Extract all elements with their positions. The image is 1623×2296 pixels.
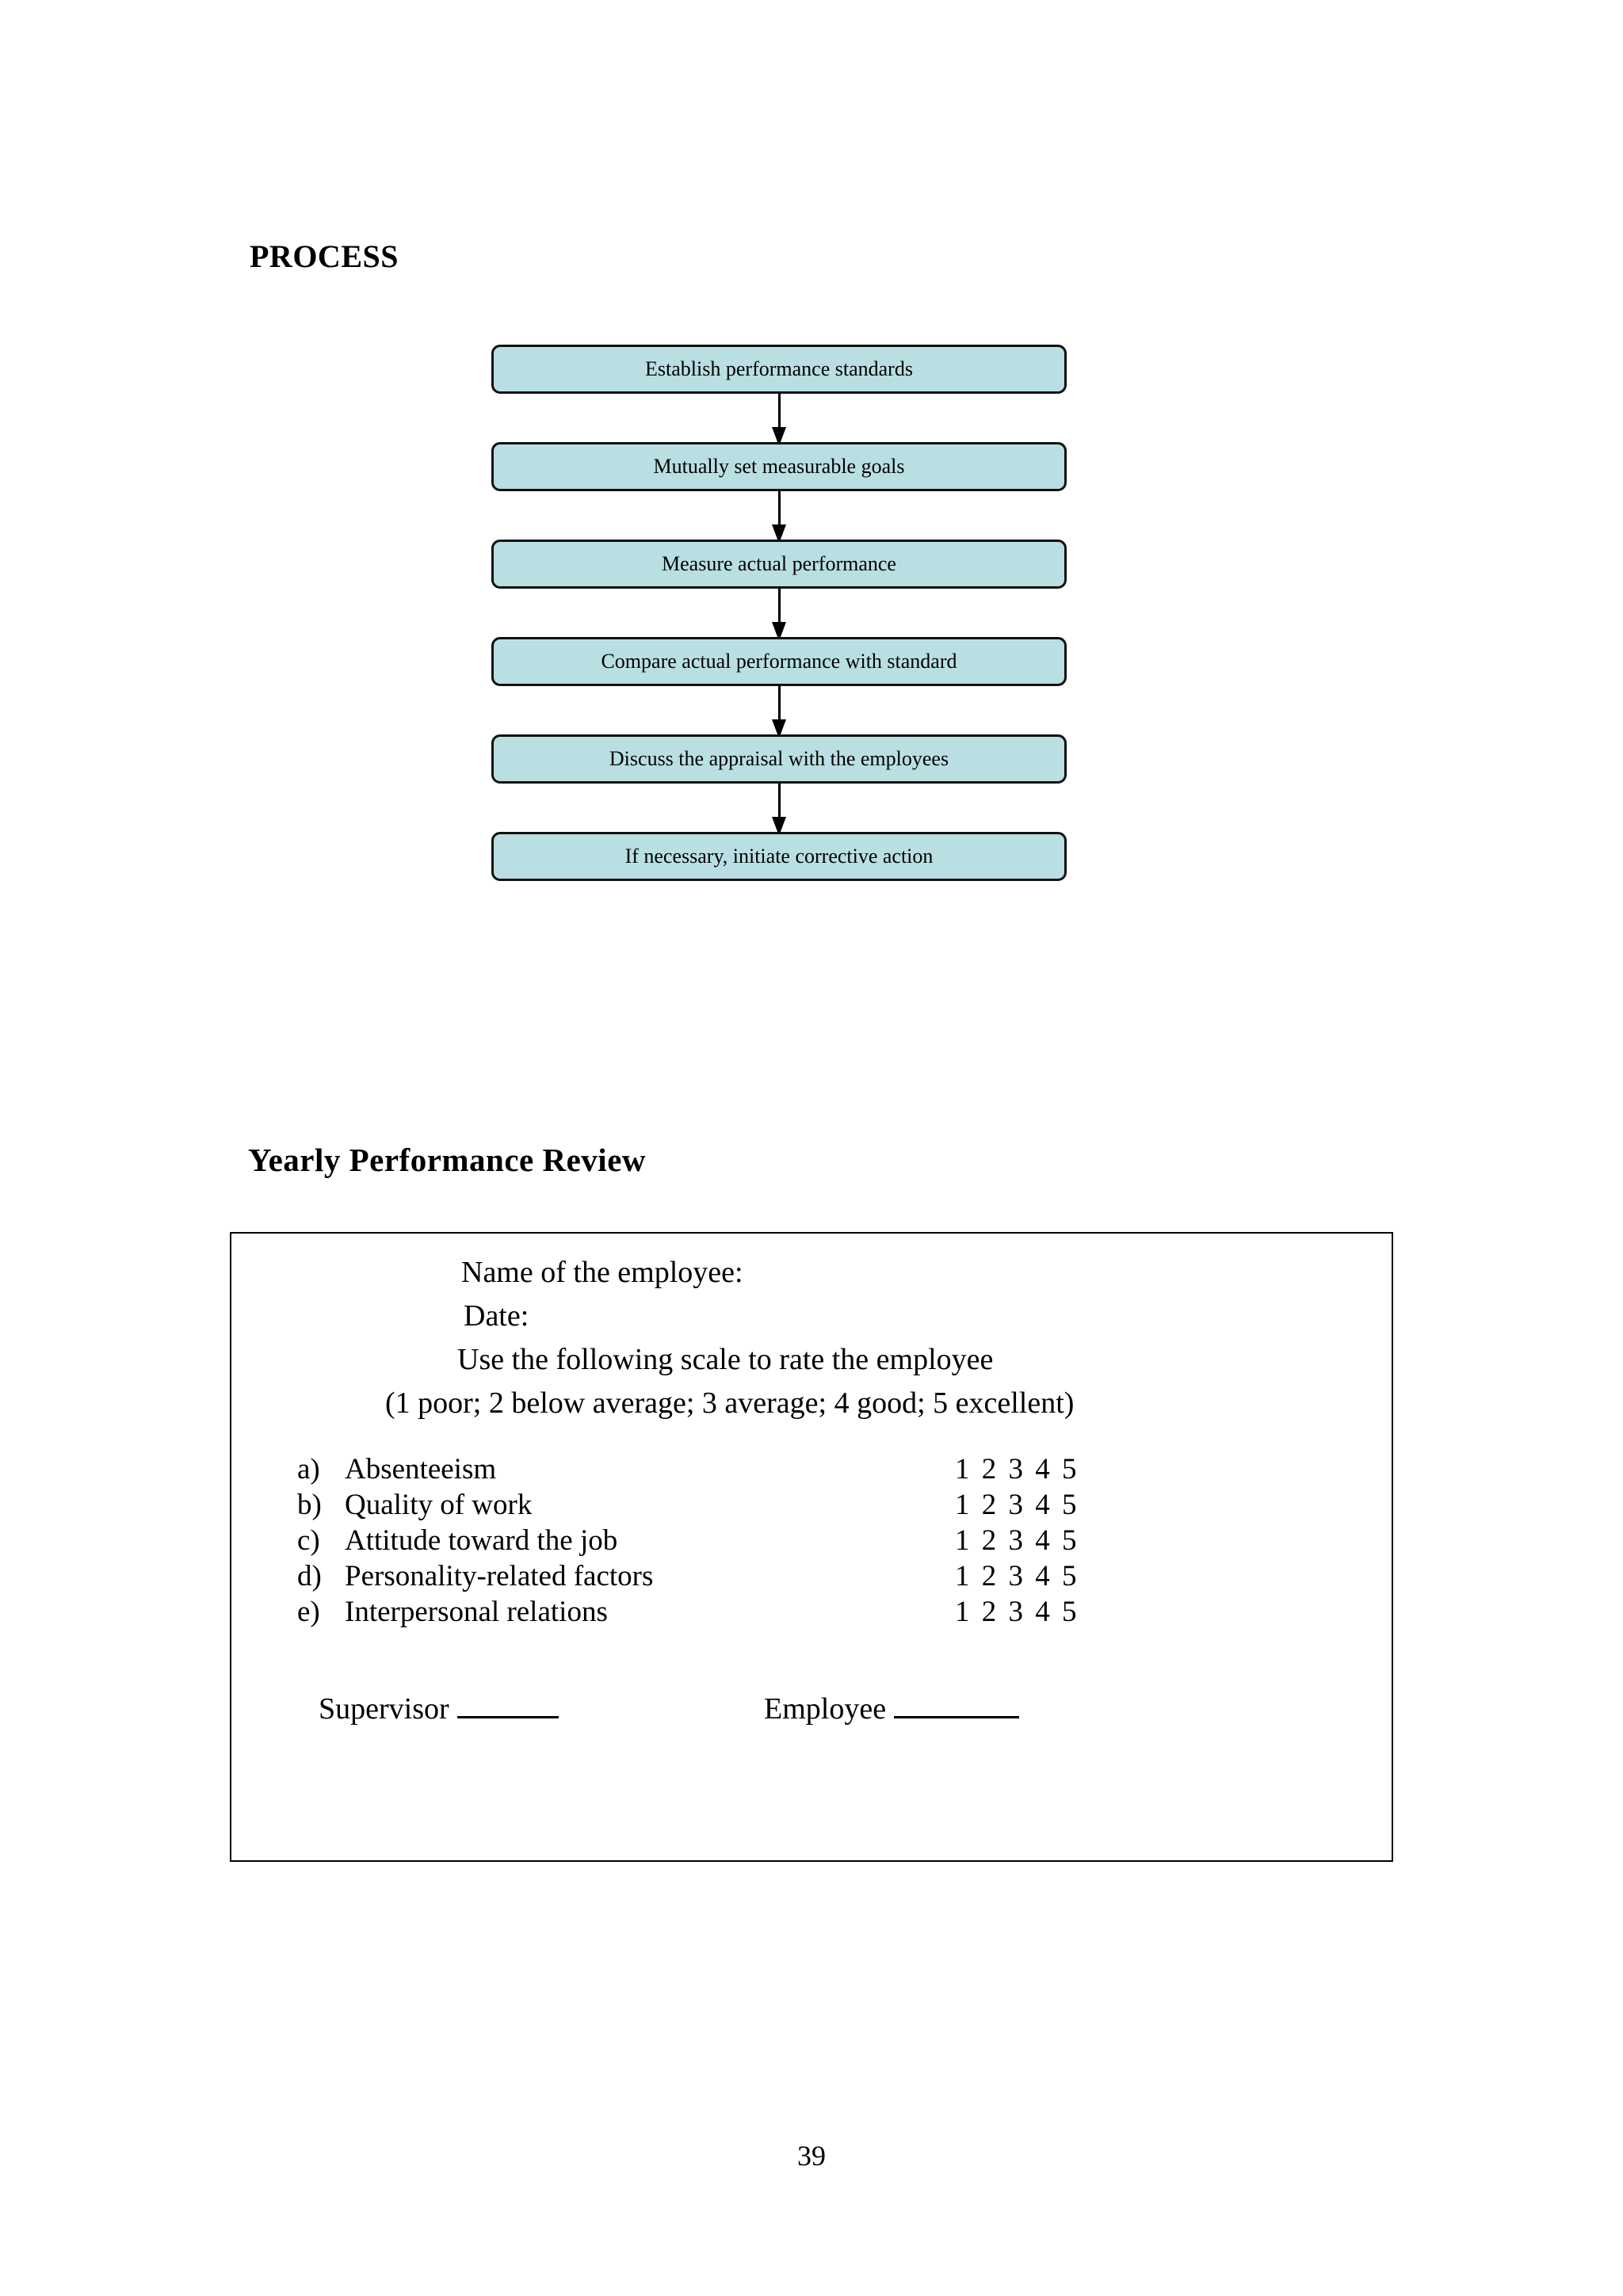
flow-arrow-down-icon: [772, 662, 786, 738]
flow-box-compare-performance: Compare actual performance with standard: [491, 637, 1067, 686]
date-label: Date:: [464, 1299, 529, 1333]
rating-scale-options[interactable]: 1 2 3 4 5: [955, 1596, 1079, 1628]
supervisor-signature-line[interactable]: [456, 1692, 559, 1718]
flow-box-label: If necessary, initiate corrective action: [624, 845, 934, 868]
employee-signature-line[interactable]: [894, 1692, 1020, 1718]
flow-box-label: Mutually set measurable goals: [653, 455, 905, 478]
flow-box-label: Measure actual performance: [662, 552, 896, 575]
rating-item-label: Attitude toward the job: [345, 1524, 618, 1557]
flow-box-label: Discuss the appraisal with the employees: [609, 747, 949, 770]
page-number: 39: [797, 2140, 826, 2172]
rating-row-absenteeism: a) Absenteeism 1 2 3 4 5: [297, 1451, 1327, 1487]
flow-arrow-down-icon: [772, 467, 786, 543]
rating-item-label: Quality of work: [345, 1489, 533, 1521]
rating-item-label: Interpersonal relations: [345, 1596, 608, 1628]
rating-row-attitude-toward-job: c) Attitude toward the job 1 2 3 4 5: [297, 1523, 1327, 1558]
rating-item-label: Absenteeism: [345, 1453, 497, 1486]
flow-box-corrective-action: If necessary, initiate corrective action: [491, 832, 1067, 881]
rating-items-list: a) Absenteeism 1 2 3 4 5 b) Quality of w…: [297, 1451, 1327, 1630]
flow-box-measure-performance: Measure actual performance: [491, 540, 1067, 589]
rating-row-personality-factors: d) Personality-related factors 1 2 3 4 5: [297, 1558, 1327, 1594]
flowchart-step-2: Mutually set measurable goals: [491, 442, 1067, 543]
flow-box-label: Compare actual performance with standard: [601, 650, 957, 673]
rating-scale-options[interactable]: 1 2 3 4 5: [955, 1453, 1079, 1486]
list-marker: b): [297, 1489, 322, 1521]
flowchart-step-3: Measure actual performance: [491, 540, 1067, 641]
scale-instruction: Use the following scale to rate the empl…: [457, 1343, 994, 1376]
flow-arrow-down-icon: [772, 370, 786, 446]
rating-row-interpersonal-relations: e) Interpersonal relations 1 2 3 4 5: [297, 1594, 1327, 1630]
flow-box-set-goals: Mutually set measurable goals: [491, 442, 1067, 491]
flow-box-establish-standards: Establish performance standards: [491, 345, 1067, 394]
signature-row: Supervisor Employee: [319, 1689, 1349, 1729]
rating-scale-options[interactable]: 1 2 3 4 5: [955, 1560, 1079, 1592]
performance-appraisal-flowchart: Establish performance standards Mutually…: [491, 345, 1067, 883]
employee-label: Employee: [764, 1692, 887, 1726]
flowchart-step-6: If necessary, initiate corrective action: [491, 832, 1067, 929]
flow-box-discuss-appraisal: Discuss the appraisal with the employees: [491, 734, 1067, 784]
supervisor-label: Supervisor: [319, 1692, 449, 1726]
list-marker: c): [297, 1524, 320, 1557]
flowchart-step-4: Compare actual performance with standard: [491, 637, 1067, 738]
employee-name-label: Name of the employee:: [461, 1256, 743, 1289]
list-marker: a): [297, 1453, 320, 1486]
flowchart-step-5: Discuss the appraisal with the employees: [491, 734, 1067, 836]
flow-box-label: Establish performance standards: [645, 357, 913, 380]
process-heading: PROCESS: [250, 238, 399, 274]
list-marker: e): [297, 1596, 320, 1628]
supervisor-signature-block: Supervisor: [319, 1689, 559, 1729]
yearly-performance-review-heading: Yearly Performance Review: [248, 1142, 646, 1178]
flow-arrow-down-icon: [772, 760, 786, 836]
rating-item-label: Personality-related factors: [345, 1560, 654, 1592]
yearly-performance-review-form: Name of the employee: Date: Use the foll…: [230, 1232, 1393, 1862]
scale-legend: (1 poor; 2 below average; 3 average; 4 g…: [385, 1386, 1075, 1420]
flowchart-step-1: Establish performance standards: [491, 345, 1067, 446]
flow-arrow-down-icon: [772, 565, 786, 641]
employee-signature-block: Employee: [764, 1689, 1020, 1729]
list-marker: d): [297, 1560, 322, 1592]
rating-row-quality-of-work: b) Quality of work 1 2 3 4 5: [297, 1487, 1327, 1523]
rating-scale-options[interactable]: 1 2 3 4 5: [955, 1524, 1079, 1557]
rating-scale-options[interactable]: 1 2 3 4 5: [955, 1489, 1079, 1521]
